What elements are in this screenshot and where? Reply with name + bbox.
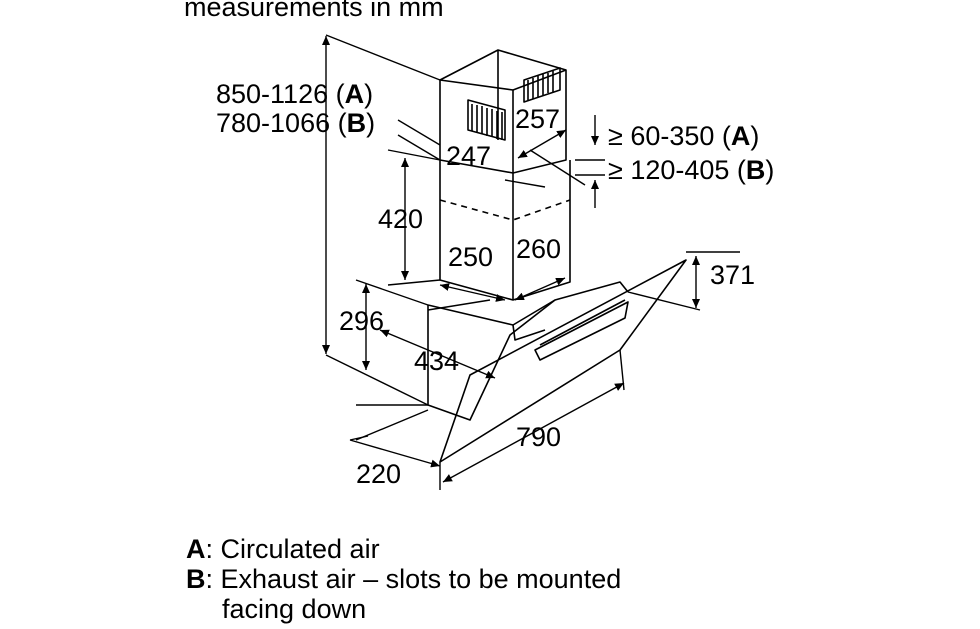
vent-slots-right <box>523 67 561 103</box>
units-note: measurements in mm <box>184 0 444 22</box>
legend-key-b: B <box>186 564 206 594</box>
legend-text-b-cont: facing down <box>222 594 367 624</box>
legend-item-a: A: Circulated air <box>186 534 621 564</box>
body-depth-label: 434 <box>414 346 459 376</box>
legend: A: Circulated air B: Exhaust air – slots… <box>186 534 621 624</box>
hood-outline <box>427 49 687 463</box>
legend-key-a: A <box>186 534 206 564</box>
ceiling-gap-a-label: ≥ 60-350 (A) <box>608 121 759 151</box>
lower-chimney <box>439 160 571 301</box>
legend-item-b: B: Exhaust air – slots to be mounted <box>186 564 621 594</box>
vent-slots-left <box>467 99 506 141</box>
chimney-lower-depth-label: 260 <box>516 234 561 264</box>
body-height-label: 296 <box>339 306 384 336</box>
total-height-b-label: 780-1066 (B) <box>216 108 375 138</box>
chimney-height-label: 420 <box>378 204 423 234</box>
total-height-a-label: 850-1126 (A) <box>216 79 373 109</box>
glass-height-label: 371 <box>710 260 755 290</box>
chimney-lower-width-label: 250 <box>448 242 493 272</box>
bottom-depth-label: 220 <box>356 459 401 489</box>
glass-width-label: 790 <box>516 422 561 452</box>
dimension-lines <box>322 34 740 490</box>
chimney-upper-width-label: 257 <box>515 104 560 134</box>
legend-text-b: : Exhaust air – slots to be mounted <box>205 564 622 594</box>
legend-text-a: : Circulated air <box>205 534 380 564</box>
chimney-upper-depth-label: 247 <box>446 141 491 171</box>
dimension-labels: 850-1126 (A) 780-1066 (B) 257 247 420 25… <box>216 79 774 489</box>
ceiling-gap-b-label: ≥ 120-405 (B) <box>608 155 774 185</box>
